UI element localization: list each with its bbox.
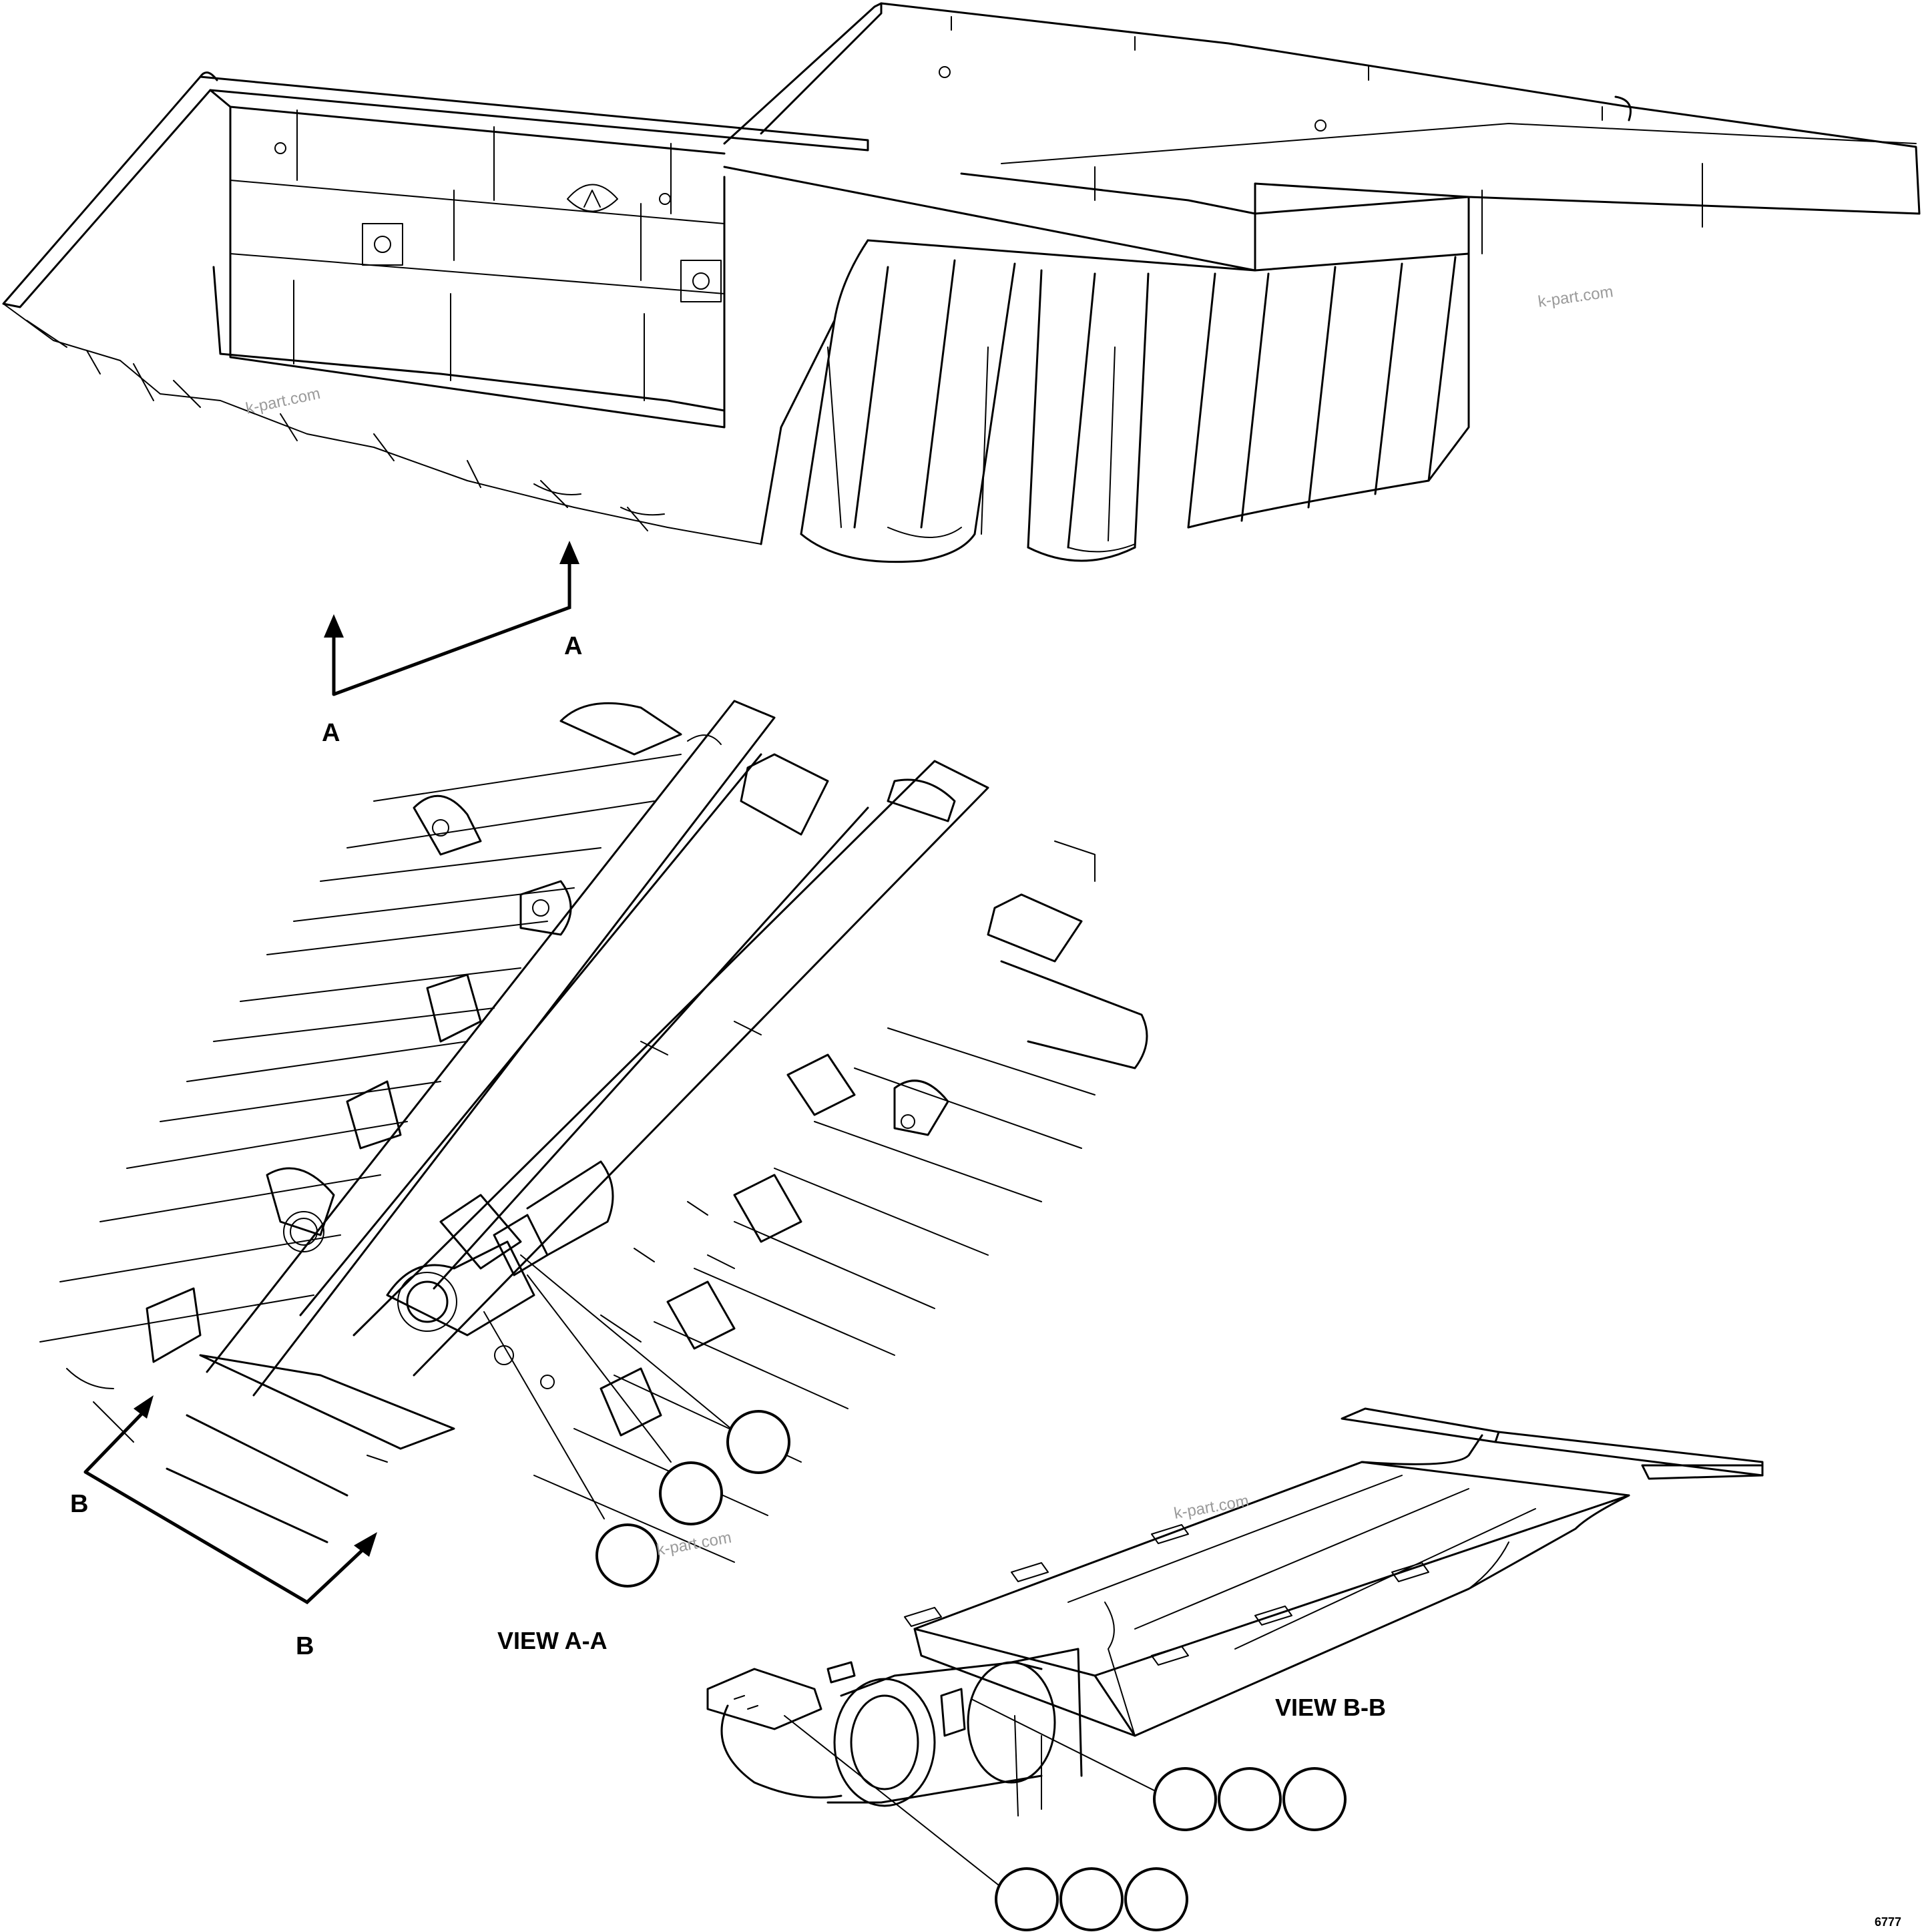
section-label-b-bottom: B xyxy=(296,1632,314,1660)
view-bb-callouts xyxy=(995,1767,1347,1931)
view-aa-drawing xyxy=(39,700,1148,1563)
callout-circle[interactable] xyxy=(595,1523,660,1588)
callout-circle[interactable] xyxy=(1153,1767,1217,1831)
view-bb-title: VIEW B-B xyxy=(1275,1694,1386,1721)
callout-circle[interactable] xyxy=(1059,1867,1124,1931)
callout-circle[interactable] xyxy=(1124,1867,1188,1931)
view-aa-title: VIEW A-A xyxy=(497,1627,608,1654)
watermark-text: k-part.com xyxy=(1537,282,1614,311)
view-bb-leaders xyxy=(784,1698,1159,1893)
view-aa-callouts xyxy=(595,1410,790,1588)
section-label-a-right: A xyxy=(564,632,582,660)
dump-body-drawing xyxy=(2,2,1921,563)
view-aa-leaders xyxy=(483,1254,732,1519)
view-bb-drawing xyxy=(706,1407,1764,1817)
watermark-text: k-part.com xyxy=(244,385,322,418)
callout-circle[interactable] xyxy=(726,1410,790,1474)
callout-circle[interactable] xyxy=(659,1461,723,1525)
callout-circle[interactable] xyxy=(995,1867,1059,1931)
section-b-indicator: B B xyxy=(70,1395,377,1660)
callout-circle[interactable] xyxy=(1282,1767,1347,1831)
corner-code: 6777 xyxy=(1875,1915,1901,1929)
section-a-indicator: A A xyxy=(322,541,582,747)
callout-circle[interactable] xyxy=(1218,1767,1282,1831)
section-label-b-top: B xyxy=(70,1490,88,1518)
section-label-a-left: A xyxy=(322,719,340,747)
